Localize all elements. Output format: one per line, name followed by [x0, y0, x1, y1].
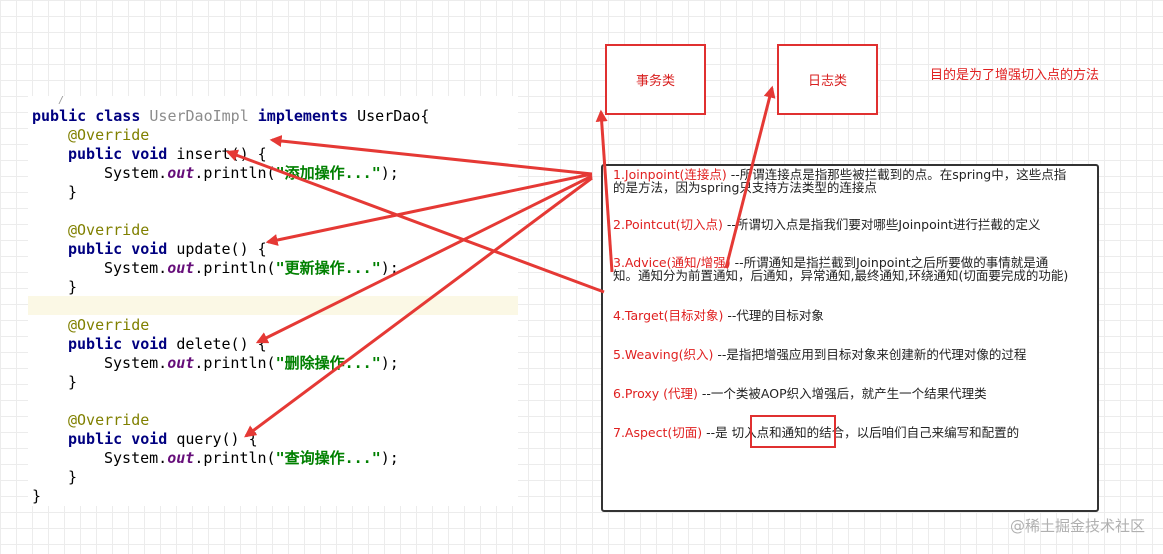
watermark: @稀土掘金技术社区 [1009, 517, 1145, 535]
class-close: } [32, 487, 42, 505]
transaction-class-box: 事务类 [605, 44, 706, 115]
method-annotation: @Override [68, 126, 150, 144]
method-signature-delete: public void delete() { [68, 335, 267, 353]
method-body-update: System.out.println("更新操作..."); [104, 259, 399, 277]
method-signature-update: public void update() { [68, 240, 267, 258]
method-signature-insert: public void insert() { [68, 145, 267, 163]
current-line-highlight [28, 296, 518, 315]
definition-target: 4.Target(目标对象) --代理的目标对象 [613, 308, 824, 323]
method-close: } [68, 183, 78, 201]
definition-weaving: 5.Weaving(织入) --是指把增强应用到目标对象来创建新的代理对像的过程 [613, 347, 1027, 362]
method-body-delete: System.out.println("删除操作..."); [104, 354, 399, 372]
method-body-query: System.out.println("查询操作..."); [104, 449, 399, 467]
method-body-insert: System.out.println("添加操作..."); [104, 164, 399, 182]
definition-pointcut: 2.Pointcut(切入点) --所谓切入点是指我们要对哪些Joinpoint… [613, 217, 1041, 232]
method-annotation: @Override [68, 411, 150, 429]
definition-proxy: 6.Proxy (代理) --一个类被AOP织入增强后，就产生一个结果代理类 [613, 386, 987, 401]
method-close: } [68, 468, 78, 486]
definitions-box: 1.Joinpoint(连接点) --所谓连接点是指那些被拦截到的点。在spri… [601, 164, 1099, 512]
goal-text: 目的是为了增强切入点的方法 [930, 68, 1100, 83]
method-close: } [68, 373, 78, 391]
brace-top: / [58, 95, 65, 106]
method-annotation: @Override [68, 316, 150, 334]
definition-aspect: 7.Aspect(切面) --是 切入点和通知的结合，以后咱们自己来编写和配置的 [613, 425, 1020, 440]
log-class-box: 日志类 [777, 44, 878, 115]
definition-joinpoint: 1.Joinpoint(连接点) --所谓连接点是指那些被拦截到的点。在spri… [613, 167, 1067, 195]
definition-advice: 3.Advice(通知/增强) --所谓通知是指拦截到Joinpoint之后所要… [613, 255, 1069, 283]
method-signature-query: public void query() { [68, 430, 258, 448]
aspect-highlight-box [750, 415, 836, 448]
method-close: } [68, 278, 78, 296]
method-annotation: @Override [68, 221, 150, 239]
class-declaration: public class UserDaoImpl implements User… [32, 107, 430, 125]
code-panel: / public class UserDaoImpl implements Us… [28, 96, 518, 506]
